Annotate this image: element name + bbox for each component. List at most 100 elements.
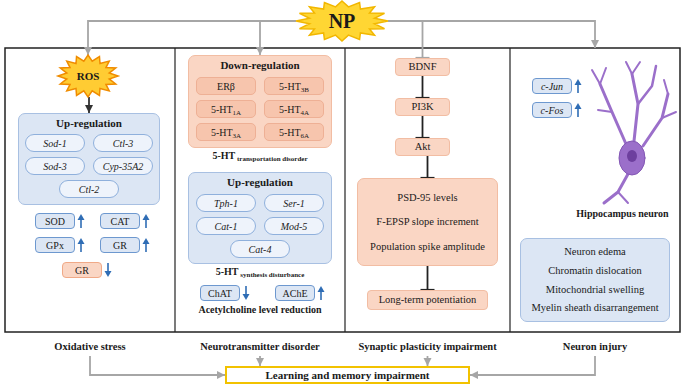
- panel-heading: Oxidative stress: [54, 341, 125, 353]
- outer-frame: [5, 48, 680, 332]
- subscript: synthesis disturbance: [239, 271, 305, 279]
- arrow-head: [470, 371, 478, 379]
- change-arrow-head: [105, 271, 112, 277]
- change-arrow: [143, 214, 150, 228]
- node-text: BDNF: [408, 61, 436, 73]
- free-label-text: Hippocampus neuron: [576, 208, 668, 222]
- subscript: 1A: [233, 108, 242, 116]
- label-box: ERβ: [196, 77, 256, 95]
- text-box: Neuron edemaChromatin dislocationMitocho…: [520, 238, 670, 322]
- label-box: GR: [62, 262, 102, 278]
- label-box: Sod-1: [25, 134, 85, 152]
- label-box: SOD: [35, 213, 75, 229]
- node-text: c-Jun: [541, 81, 563, 92]
- node-text: Cat-1: [215, 221, 238, 232]
- label-box: 5-HT6A: [264, 123, 324, 141]
- arrow-head: [256, 47, 264, 55]
- node-text: GR: [113, 240, 127, 251]
- change-arrow: [105, 263, 112, 277]
- group-box: Up-regulation5-HT synthesis disturbanceT…: [188, 172, 332, 264]
- node-text: Ctl-3: [113, 138, 134, 149]
- change-arrow-head: [78, 214, 85, 220]
- label-box: PI3K: [395, 98, 450, 116]
- axon: [618, 192, 628, 203]
- label-box: GPx: [35, 237, 75, 253]
- connector-line: [260, 21, 296, 55]
- label-box: Ctl-3: [93, 134, 153, 152]
- node-text: Sod-3: [43, 161, 66, 172]
- label-box: CAT: [100, 213, 140, 229]
- subscript: 3B: [301, 85, 309, 93]
- panel-column: Synaptic plasticity impairment BDNF PI3K Ak…: [345, 48, 510, 356]
- label-box: 5-HT3A: [196, 123, 256, 141]
- panel-column: Oxidative stressROSUp-regulationSod-1Ctl…: [5, 48, 175, 356]
- node-text: Sod-1: [43, 138, 66, 149]
- node-text: Myelin sheath disarrangement: [531, 302, 658, 314]
- node-text: GR: [75, 265, 89, 276]
- change-arrow-head: [575, 79, 582, 85]
- label-box: ChAT: [200, 285, 240, 301]
- neuron-illustration: [592, 62, 676, 203]
- connector: [90, 356, 225, 379]
- node-text: Mod-5: [281, 221, 308, 232]
- node-text: 5-HT1A: [211, 104, 241, 115]
- node-text: Ser-1: [283, 198, 304, 209]
- connector: [416, 76, 430, 98]
- label-box: AChE: [275, 285, 315, 301]
- change-arrow-head: [78, 238, 85, 244]
- change-arrow-head: [243, 294, 250, 300]
- connector: [416, 116, 430, 138]
- node-text: AChE: [283, 288, 308, 299]
- starburst: ROS: [58, 55, 118, 97]
- connector-line: [427, 156, 429, 178]
- column-divider: [509, 48, 510, 332]
- label-box: Long-term potentiation: [367, 290, 488, 310]
- connector-line: [388, 21, 423, 58]
- connector-line: [388, 21, 595, 48]
- node-text: Cat-4: [249, 244, 272, 255]
- node-text: Population spike amplitude: [370, 241, 485, 253]
- dendrite: [643, 94, 668, 146]
- change-arrow: [78, 214, 85, 228]
- dendrite: [638, 66, 656, 104]
- dendrite: [632, 74, 638, 141]
- node-text: Cyp-35A2: [103, 161, 144, 172]
- axon: [604, 174, 628, 203]
- group-box: Up-regulationSod-1Ctl-3Sod-3Cyp-35A2Ctl-…: [18, 113, 160, 205]
- arrow-head: [85, 105, 93, 113]
- label-box: Cat-4: [230, 240, 290, 258]
- panel-heading: Neuron injury: [563, 341, 627, 353]
- label-box: GR: [100, 237, 140, 253]
- connector: [84, 21, 296, 55]
- column-divider: [174, 48, 175, 332]
- subscript: 3A: [233, 131, 242, 139]
- panel-heading: Synaptic plasticity impairment: [358, 341, 496, 353]
- label-box: Akt: [395, 138, 450, 156]
- free-label-text: Acetylcholine level reduction: [198, 304, 321, 318]
- group-title: Up-regulation: [227, 176, 293, 188]
- node-text: Mitochondrial swelling: [546, 284, 644, 296]
- change-arrow-head: [318, 286, 325, 292]
- connector: [421, 156, 435, 178]
- subscript: transportation disorder: [235, 155, 307, 163]
- column-divider: [344, 48, 345, 332]
- group-title: Down-regulation: [220, 59, 299, 71]
- connector-line: [90, 356, 225, 375]
- group-caption: 5-HT transportation disorder: [212, 150, 307, 161]
- change-arrow-head: [143, 238, 150, 244]
- connector: [424, 356, 432, 366]
- label-box: 5-HT1A: [196, 100, 256, 118]
- label-box: c-Fos: [532, 102, 572, 118]
- change-arrow: [575, 79, 582, 93]
- connector-line: [422, 76, 424, 98]
- dendrite: [626, 62, 640, 74]
- node-text: Ctl-2: [79, 184, 100, 195]
- label-box: Ser-1: [264, 194, 324, 212]
- change-arrow: [243, 286, 250, 300]
- label-box: c-Jun: [532, 78, 572, 94]
- label-box: BDNF: [395, 58, 450, 76]
- starburst: NP: [296, 1, 388, 41]
- subscript: 6A: [301, 131, 310, 139]
- node-text: SOD: [45, 216, 65, 227]
- connector-line: [470, 356, 595, 375]
